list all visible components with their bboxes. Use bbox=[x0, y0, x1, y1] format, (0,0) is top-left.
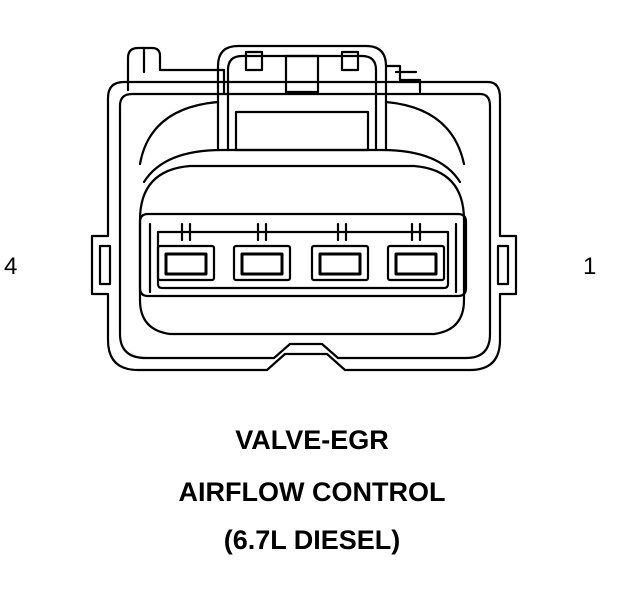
lock-window-left bbox=[244, 50, 264, 72]
shroud-arc-upper bbox=[138, 100, 466, 166]
top-latch-right bbox=[384, 64, 422, 94]
pin-number-right: 1 bbox=[583, 253, 597, 280]
terminal-cavity-4 bbox=[156, 222, 216, 282]
terminal-cavity-3 bbox=[232, 222, 292, 282]
top-latch-left bbox=[126, 46, 226, 96]
lock-window-right bbox=[340, 50, 360, 72]
caption-engine-variant: (6.7L DIESEL) bbox=[223, 525, 401, 555]
caption-component-name: VALVE-EGR bbox=[235, 425, 389, 455]
terminal-cavity-2 bbox=[310, 222, 370, 282]
housing-outline bbox=[90, 80, 518, 372]
housing-inner-wall bbox=[118, 92, 492, 360]
socket-cavity bbox=[138, 164, 466, 336]
shroud-arc-lower bbox=[142, 148, 462, 184]
terminal-rail-inner bbox=[156, 230, 450, 290]
terminal-rail-outer bbox=[138, 212, 468, 298]
caption-function: AIRFLOW CONTROL bbox=[178, 477, 446, 507]
lock-tower-outer bbox=[216, 44, 388, 152]
tower-base-block bbox=[234, 110, 370, 152]
side-tab-left bbox=[98, 244, 112, 286]
lock-window-center bbox=[284, 54, 320, 94]
pin-number-left: 4 bbox=[4, 253, 18, 280]
side-tab-right bbox=[496, 244, 510, 286]
terminal-cavity-1 bbox=[386, 222, 446, 282]
